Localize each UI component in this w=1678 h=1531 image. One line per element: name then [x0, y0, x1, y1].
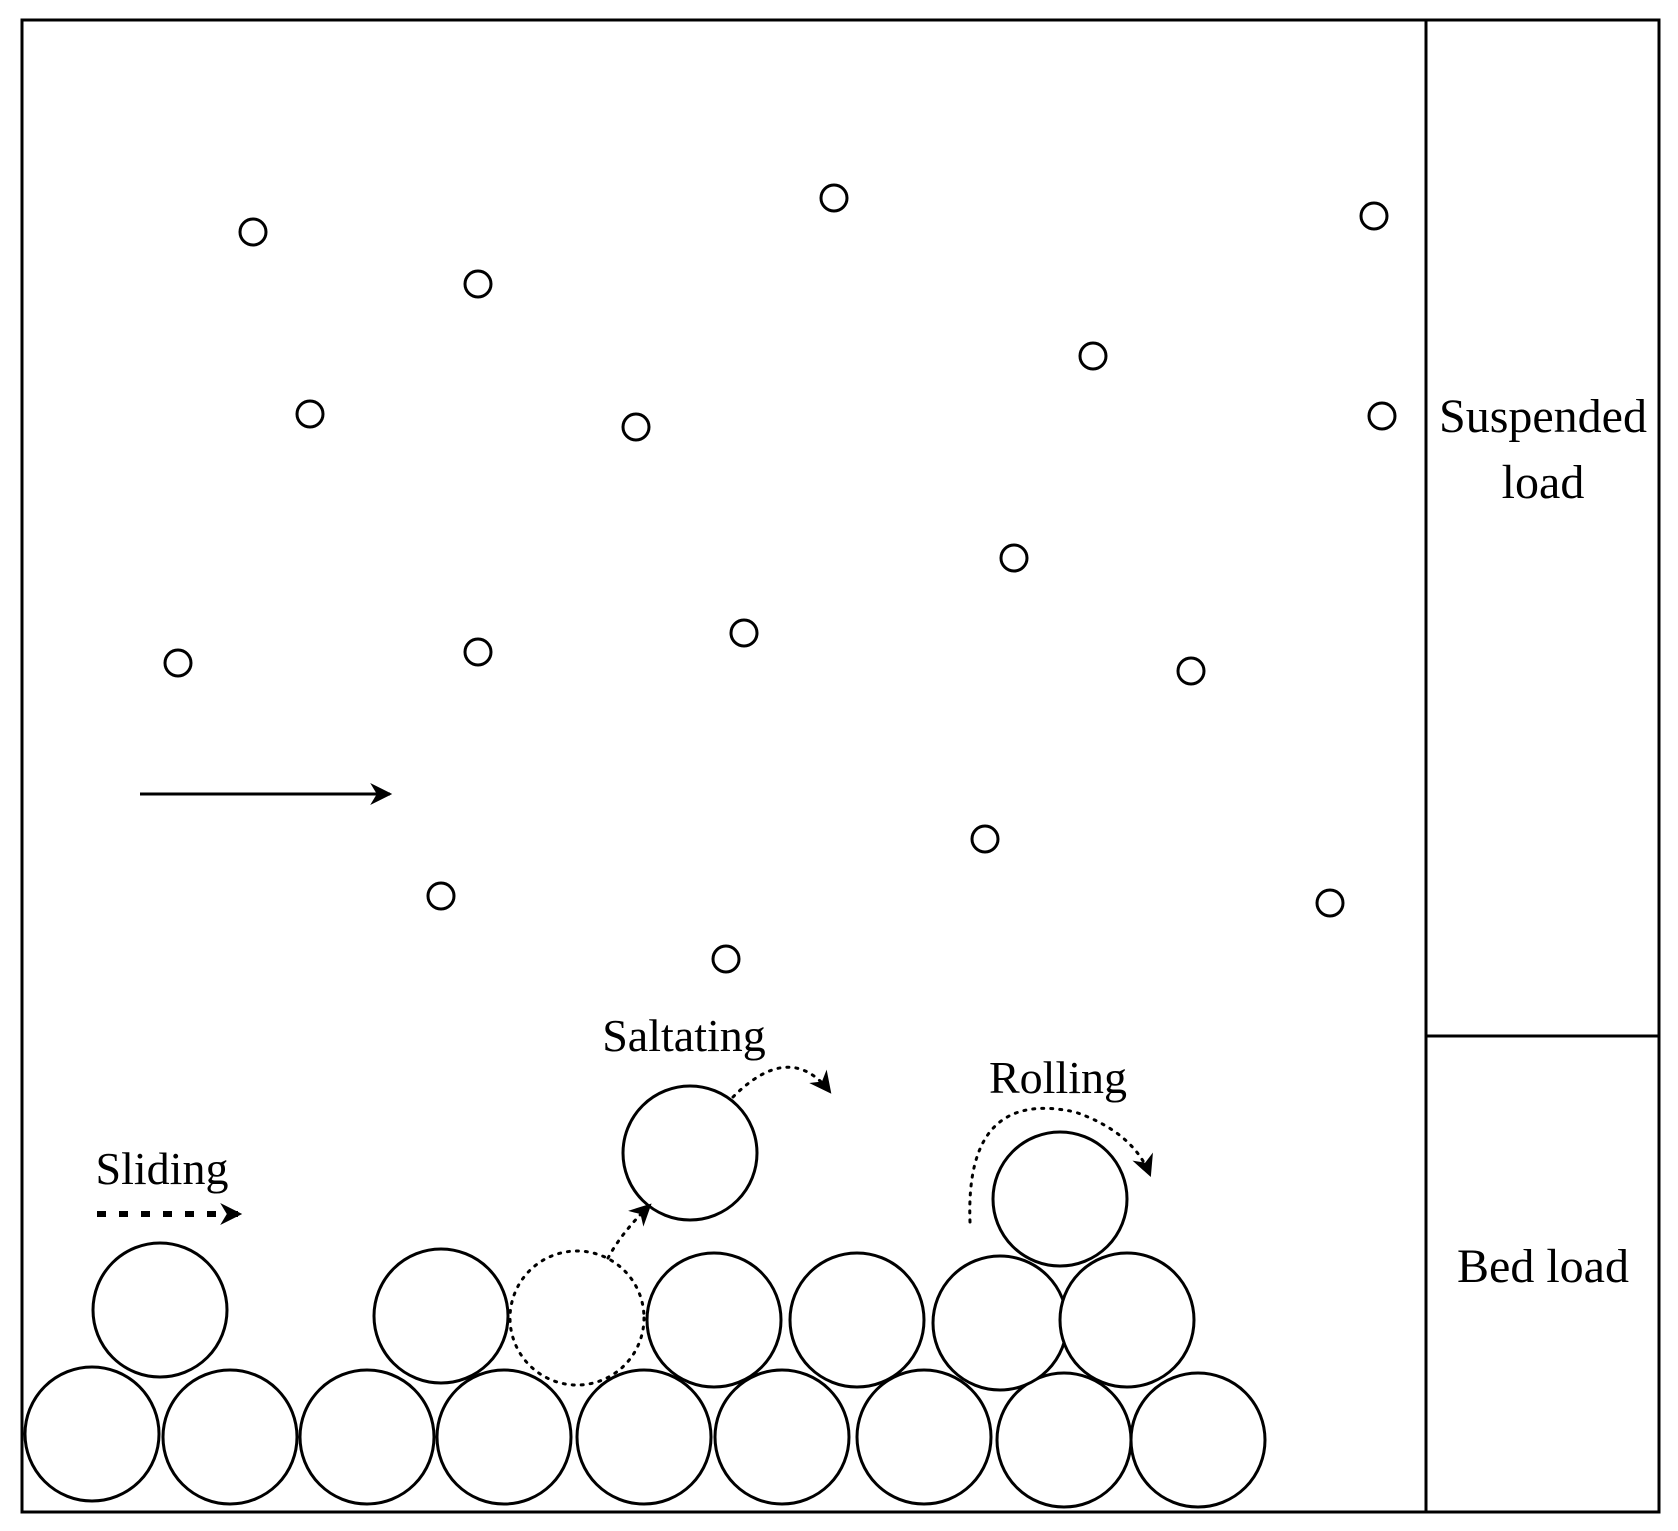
suspended-particle	[463, 269, 493, 299]
suspended-particle	[1315, 888, 1345, 918]
bed-grain	[713, 1368, 851, 1506]
bed-load-label: Bed load	[1457, 1240, 1629, 1293]
suspended-particle	[621, 412, 651, 442]
diagram-frame	[20, 18, 1661, 1514]
bed-grains-top-layer	[91, 1241, 1196, 1392]
bed-grain	[1058, 1251, 1196, 1389]
sliding-label: Sliding	[96, 1143, 229, 1194]
suspended-particle	[711, 944, 741, 974]
saltation-path-arrow-icon	[731, 1065, 832, 1099]
suspended-particle	[426, 881, 456, 911]
sliding-grain	[91, 1241, 229, 1379]
suspended-particle	[463, 637, 493, 667]
bed-grain	[788, 1251, 926, 1389]
bed-grains-bottom-layer	[23, 1365, 1267, 1509]
saltation-launch-arrow-icon	[606, 1203, 652, 1260]
bed-grain	[645, 1251, 783, 1389]
bed-grain	[575, 1368, 713, 1506]
suspended-particle	[238, 217, 268, 247]
bed-grain	[372, 1247, 510, 1385]
suspended-particle	[999, 543, 1029, 573]
suspended-load-label-line2: load	[1502, 456, 1585, 509]
suspended-particle	[1176, 656, 1206, 686]
vacated-grain-position	[508, 1249, 646, 1387]
saltating-label: Saltating	[602, 1010, 766, 1061]
saltating-grain	[621, 1084, 759, 1222]
suspended-particle	[1078, 341, 1108, 371]
suspended-particle	[1359, 201, 1389, 231]
bed-grain	[995, 1371, 1133, 1509]
rolling-label: Rolling	[989, 1052, 1127, 1103]
bed-grain	[855, 1368, 993, 1506]
bed-grain	[931, 1254, 1069, 1392]
suspended-particle	[970, 824, 1000, 854]
suspended-particle	[295, 399, 325, 429]
suspended-particles	[163, 183, 1397, 974]
suspended-load-label-line1: Suspended	[1439, 390, 1647, 443]
bed-grain	[1129, 1371, 1267, 1509]
bed-grain	[298, 1368, 436, 1506]
rolling-path-arrow-icon	[968, 1106, 1153, 1224]
suspended-particle	[729, 618, 759, 648]
suspended-particle	[1367, 401, 1397, 431]
bed-grain	[161, 1368, 299, 1506]
bed-grain	[435, 1368, 573, 1506]
bed-grain	[23, 1365, 161, 1503]
suspended-particle	[819, 183, 849, 213]
rolling-grain	[991, 1130, 1129, 1268]
suspended-particle	[163, 648, 193, 678]
